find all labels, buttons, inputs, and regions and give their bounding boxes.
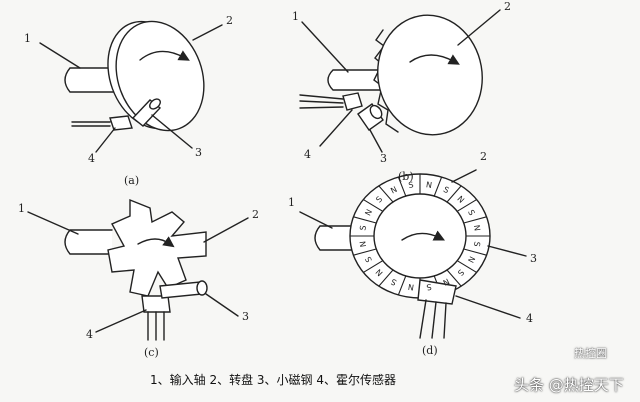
- panel-a: [39, 20, 223, 153]
- ring-segment-divider: [378, 269, 394, 287]
- hall-sensor-a: [109, 115, 133, 131]
- leader-4-a: [95, 127, 116, 153]
- ring-pole-letter: S: [374, 195, 384, 205]
- ring-pole-letter: S: [472, 241, 482, 247]
- ring-pole-letter: N: [407, 282, 414, 292]
- rotation-arrow-d: [401, 230, 446, 241]
- ring-pole-letter: S: [390, 277, 399, 287]
- panel-d: [299, 169, 527, 339]
- leader-4-b: [319, 109, 353, 147]
- leader-1-a: [39, 42, 81, 69]
- panel-b: [299, 9, 501, 153]
- leader-2-b: [457, 9, 501, 46]
- leader-4-d: [455, 295, 521, 319]
- ring-pole-letter: N: [358, 240, 368, 247]
- ring-pole-letter: S: [408, 180, 414, 190]
- caption-d: (d): [422, 344, 438, 357]
- ring-segment-divider: [352, 248, 377, 256]
- leader-3-d: [487, 245, 527, 257]
- ring-pole-letter: S: [426, 282, 432, 292]
- label-3-c: 3: [242, 310, 249, 323]
- label-4-a: 4: [88, 152, 95, 165]
- caption-b: (b): [398, 170, 414, 183]
- label-3-d: 3: [530, 252, 537, 265]
- leader-4-c: [95, 309, 147, 333]
- magnet-ring-d: [349, 173, 491, 299]
- ring-segment-divider: [456, 260, 478, 273]
- leader-1-b: [301, 21, 349, 73]
- ring-segment-divider: [433, 176, 443, 197]
- label-1-a: 1: [24, 32, 31, 45]
- label-2-c: 2: [252, 208, 259, 221]
- ring-segment-divider: [362, 199, 384, 212]
- label-1-d: 1: [288, 196, 295, 209]
- caption-c: (c): [144, 346, 159, 359]
- ring-segment-divider: [378, 185, 394, 203]
- caption-a: (a): [124, 174, 139, 187]
- ring-pole-letter: S: [442, 185, 451, 195]
- leader-3-b: [369, 129, 383, 153]
- label-2-d: 2: [480, 150, 487, 163]
- ring-pole-letter: N: [472, 224, 482, 231]
- label-1-c: 1: [18, 202, 25, 215]
- label-4-c: 4: [86, 328, 93, 341]
- watermark-text: 头条 @热控天下: [514, 376, 624, 394]
- input-shaft-b: [327, 69, 386, 91]
- label-3-a: 3: [195, 146, 202, 159]
- ring-pole-letter: S: [364, 255, 374, 264]
- hall-sensor-d: [417, 279, 457, 305]
- input-shaft-a: [64, 67, 119, 93]
- ring-segment-divider: [463, 248, 488, 256]
- disc-front-a: [115, 20, 205, 132]
- rotation-arrow-c: [137, 236, 175, 248]
- magnet-b: [342, 92, 363, 111]
- label-3-b: 3: [380, 152, 387, 165]
- legend-caption: 1、输入轴 2、转盘 3、小磁钢 4、霍尔传感器: [150, 373, 396, 387]
- input-shaft-c: [64, 229, 113, 255]
- rotation-arrow-a: [139, 50, 190, 61]
- label-4-d: 4: [526, 312, 533, 325]
- ring-segment-divider: [446, 185, 462, 203]
- ring-pole-letter: N: [466, 255, 477, 264]
- leader-2-a: [192, 24, 223, 41]
- ring-segment-divider: [446, 269, 462, 287]
- hall-sensor-c: [141, 295, 171, 313]
- ring-pole-letter: S: [358, 225, 368, 231]
- leader-2-d: [451, 169, 477, 183]
- ring-pole-letter: N: [374, 267, 385, 278]
- label-2-b: 2: [504, 0, 511, 13]
- rotation-arrow-b: [409, 54, 460, 65]
- ring-pole-letter: N: [425, 180, 432, 190]
- slotted-disc-back-b: [373, 29, 399, 133]
- label-4-b: 4: [304, 148, 311, 161]
- hall-sensor-b: [357, 103, 384, 131]
- label-1-b: 1: [292, 10, 299, 23]
- ring-pole-letter: N: [363, 208, 374, 217]
- ring-pole-letter: N: [389, 185, 398, 196]
- ring-pole-letter: S: [466, 208, 476, 217]
- ring-segment-divider: [463, 216, 488, 224]
- ring-segment-divider: [397, 176, 407, 197]
- leader-1-c: [27, 211, 79, 235]
- ring-segment-divider: [456, 199, 478, 212]
- ring-pole-letter: S: [456, 267, 466, 277]
- ring-segment-divider: [362, 260, 384, 273]
- leader-2-c: [203, 217, 249, 243]
- ring-pole-letter: N: [455, 194, 466, 205]
- ring-segment-divider: [397, 275, 407, 296]
- panel-c: [27, 198, 249, 341]
- ring-pole-letter: N: [441, 277, 450, 288]
- leader-1-d: [299, 211, 333, 229]
- watermark-badge: 热控圈: [574, 347, 607, 360]
- vane-rotor-c: [107, 198, 207, 297]
- label-2-a: 2: [226, 14, 233, 27]
- leader-3-a: [151, 114, 193, 149]
- leader-3-c: [205, 293, 239, 317]
- ring-segment-divider: [352, 216, 377, 224]
- disc-front-b: [377, 14, 483, 136]
